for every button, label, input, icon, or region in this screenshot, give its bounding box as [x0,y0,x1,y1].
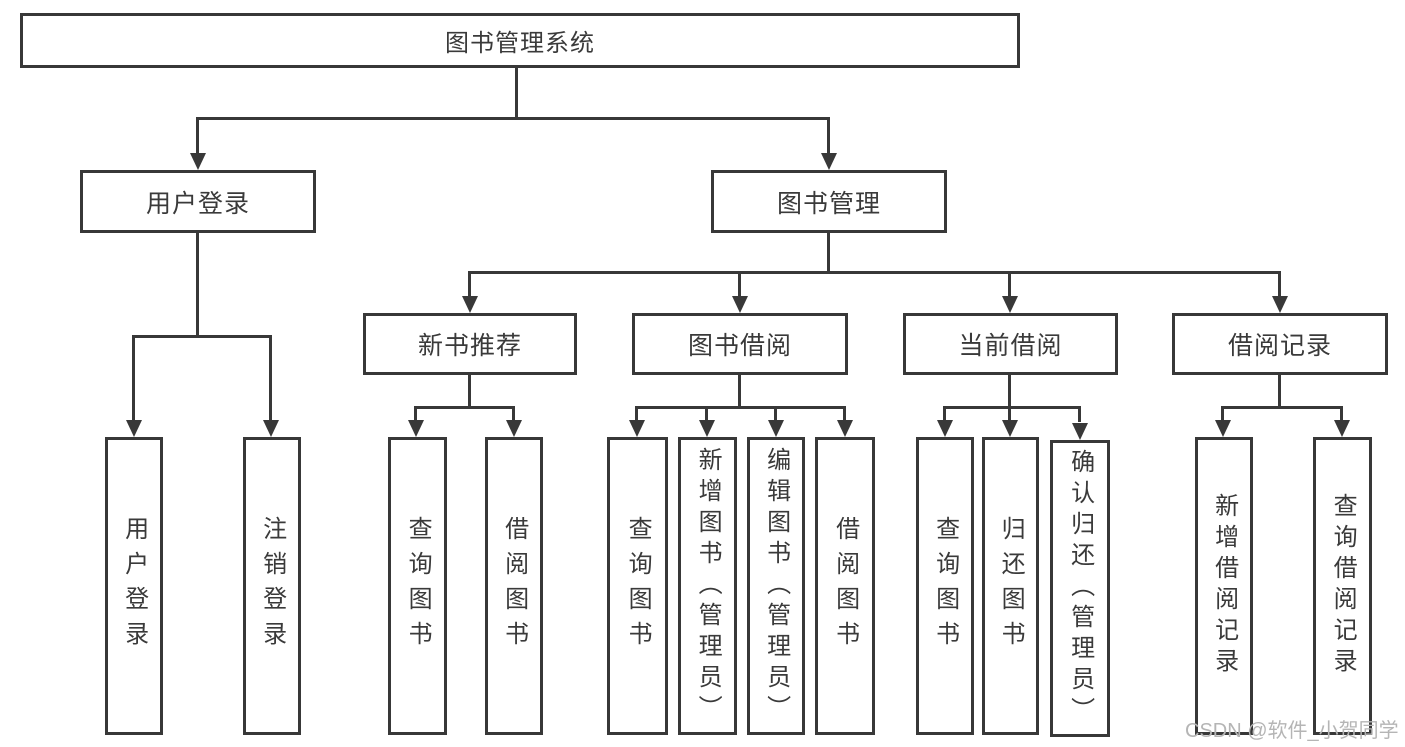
connector-line [1221,406,1343,409]
leaf-add-borrow-record: 新增借阅记录 [1195,437,1253,735]
node-book-management: 图书管理 [711,170,947,233]
node-label: 借阅记录 [1227,332,1332,360]
node-label: 查询图书 [931,516,959,656]
node-label: 当前借阅 [958,332,1063,360]
connector-line [738,375,741,408]
node-label: 查询图书 [624,516,652,656]
node-label: 图书借阅 [687,332,792,360]
arrow-down-icon [190,153,206,170]
node-label: 查询图书 [404,516,432,656]
connector-line [1278,375,1281,408]
arrow-down-icon [462,296,478,313]
leaf-query-books-current: 查询图书 [916,437,974,735]
node-label: 用户登录 [145,189,250,218]
connector-line [943,406,1081,409]
connector-line [1008,375,1011,408]
node-label: 编辑图书（管理员） [762,446,790,726]
leaf-query-borrow-record: 查询借阅记录 [1313,437,1372,735]
arrow-down-icon [1072,423,1088,440]
leaf-user-login: 用户登录 [105,437,163,735]
connector-line [635,406,638,422]
arrow-down-icon [821,153,837,170]
connector-line [196,117,199,155]
node-borrowing-records: 借阅记录 [1172,313,1388,375]
connector-line [827,117,830,155]
arrow-down-icon [1272,296,1288,313]
connector-line [1008,406,1011,422]
arrow-down-icon [1215,420,1231,437]
arrow-down-icon [506,420,522,437]
arrow-down-icon [126,420,142,437]
arrow-down-icon [732,296,748,313]
arrow-down-icon [1334,420,1350,437]
leaf-query-books-borrowing: 查询图书 [607,437,668,735]
connector-line [1078,406,1081,422]
watermark: CSDN @软件_小贺同学 [1185,720,1399,742]
node-book-borrowing: 图书借阅 [632,313,848,375]
connector-line [196,233,199,338]
node-label: 查询借阅记录 [1329,493,1357,679]
connector-line [414,406,417,422]
node-label: 新增图书（管理员） [694,446,722,726]
node-label: 确认归还（管理员） [1066,449,1094,728]
node-label: 图书管理系统 [445,30,595,57]
arrow-down-icon [408,420,424,437]
arrow-down-icon [837,420,853,437]
connector-line [774,406,777,422]
node-label: 图书管理 [776,189,881,218]
connector-line [1221,406,1224,422]
connector-line [635,406,846,409]
node-label: 归还图书 [997,516,1025,656]
node-label: 借阅图书 [500,516,528,656]
connector-line [468,271,471,299]
node-label: 新书推荐 [417,332,522,360]
arrow-down-icon [937,420,953,437]
arrow-down-icon [768,420,784,437]
connector-line [468,271,1281,274]
connector-line [269,335,272,422]
leaf-query-books-recommend: 查询图书 [388,437,447,735]
leaf-confirm-return-admin: 确认归还（管理员） [1050,440,1110,737]
connector-line [705,406,708,422]
connector-line [943,406,946,422]
connector-line [468,375,471,408]
node-label: 注销登录 [258,516,286,656]
arrow-down-icon [1002,296,1018,313]
connector-line [1278,271,1281,299]
connector-line [414,406,515,409]
connector-line [512,406,515,422]
arrow-down-icon [1002,420,1018,437]
connector-line [827,233,830,274]
node-label: 用户登录 [120,516,148,656]
node-label: 新增借阅记录 [1210,493,1238,679]
leaf-return-books: 归还图书 [982,437,1039,735]
arrow-down-icon [699,420,715,437]
node-user-login: 用户登录 [80,170,316,233]
connector-line [738,271,741,299]
connector-line [843,406,846,422]
connector-line [1340,406,1343,422]
connector-line [1008,271,1011,299]
connector-line [196,117,830,120]
node-root: 图书管理系统 [20,13,1020,68]
leaf-borrow-books-recommend: 借阅图书 [485,437,543,735]
node-current-borrowing: 当前借阅 [903,313,1118,375]
node-new-book-recommendation: 新书推荐 [363,313,577,375]
connector-line [132,335,272,338]
arrow-down-icon [263,420,279,437]
leaf-logout: 注销登录 [243,437,301,735]
arrow-down-icon [629,420,645,437]
node-label: 借阅图书 [831,516,859,656]
connector-line [515,66,518,120]
leaf-borrow-books-borrowing: 借阅图书 [815,437,875,735]
leaf-add-books-admin: 新增图书（管理员） [678,437,737,735]
leaf-edit-books-admin: 编辑图书（管理员） [747,437,805,735]
connector-line [132,335,135,422]
